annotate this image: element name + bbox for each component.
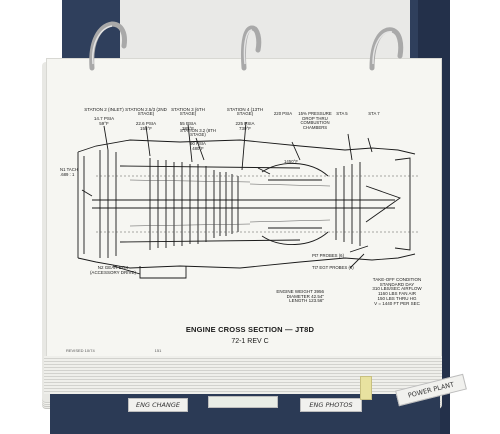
station-3-2-title: STATION 3.2 (8TH STAGE) xyxy=(180,127,216,137)
page-footer-left: REVISED 10/74 xyxy=(66,348,95,353)
pt7-probes-callout: Pt7 PROBES (6) xyxy=(312,253,344,258)
temp-1450-callout: 1450°F xyxy=(284,159,298,164)
tab-yellow-edge xyxy=(360,376,372,400)
station-3-2-values: 90 PSIA 480°F xyxy=(190,141,206,151)
tab-blank[interactable] xyxy=(208,396,278,408)
station-4-title: STATION 4 (13TH STAGE) xyxy=(226,106,264,117)
station-2-5-label: STATION 2.5/3 (2ND STAGE) 22.6 PSIA 155°… xyxy=(124,103,168,136)
page-stack-bottom xyxy=(44,356,442,394)
page-revision: 72-1 REV C xyxy=(231,338,269,345)
station-4-label: STATION 4 (13TH STAGE) 225 PSIA 730°F xyxy=(222,103,268,136)
station-2-5-title: STATION 2.5/3 (2ND STAGE) xyxy=(125,106,167,117)
sta-7-callout: STA 7 xyxy=(368,111,380,116)
station-3-2-label: STATION 3.2 (8TH STAGE) 90 PSIA 480°F xyxy=(178,124,218,156)
tt7-egt-probes-callout: Tt7 EGT PROBES (8) xyxy=(312,265,354,270)
page-caption: ENGINE CROSS SECTION — JT8D xyxy=(185,325,315,334)
station-3-values: 55 PSIA 385°F xyxy=(179,120,197,131)
station-3-label: STATION 3 (6TH STAGE) 55 PSIA 385°F xyxy=(166,103,210,136)
binder-back-page xyxy=(120,0,410,60)
combustion-callout: 15% PRESSURE DROP THRU COMBUSTION CHAMBE… xyxy=(298,111,332,130)
psia-220-callout: 220 PSIA xyxy=(273,111,293,116)
station-2-label: STATION 2 (INLET) 14.7 PSIA 59°F xyxy=(82,103,126,131)
ring-left xyxy=(89,21,127,71)
tab-eng-photos[interactable]: ENG PHOTOS xyxy=(300,398,362,412)
manual-page xyxy=(46,58,442,360)
n1-tach-callout: N1 TACH .689 : 1 xyxy=(60,167,78,177)
takeoff-condition: TAKE-OFF CONDITION STANDARD DAY 310 LBS/… xyxy=(372,277,422,306)
sta-5-callout: STA 5 xyxy=(336,111,348,116)
tab-eng-change[interactable]: ENG CHANGE xyxy=(128,398,188,412)
station-2-values: 14.7 PSIA 59°F xyxy=(93,116,115,126)
station-3-title: STATION 3 (6TH STAGE) xyxy=(171,106,205,117)
station-4-values: 225 PSIA 730°F xyxy=(235,120,255,131)
engine-specs: ENGINE WEIGHT 3956 DIAMETER 42.54" LENGT… xyxy=(276,289,324,304)
station-2-title: STATION 2 (INLET) xyxy=(84,106,124,112)
page-footer-number: 151 xyxy=(154,348,162,353)
ring-middle xyxy=(241,25,262,71)
n2-gear-box-callout: N2 GEAR BOX (ACCESSORY DRIVE) xyxy=(89,265,137,275)
station-2-5-values: 22.6 PSIA 155°F xyxy=(135,120,157,131)
